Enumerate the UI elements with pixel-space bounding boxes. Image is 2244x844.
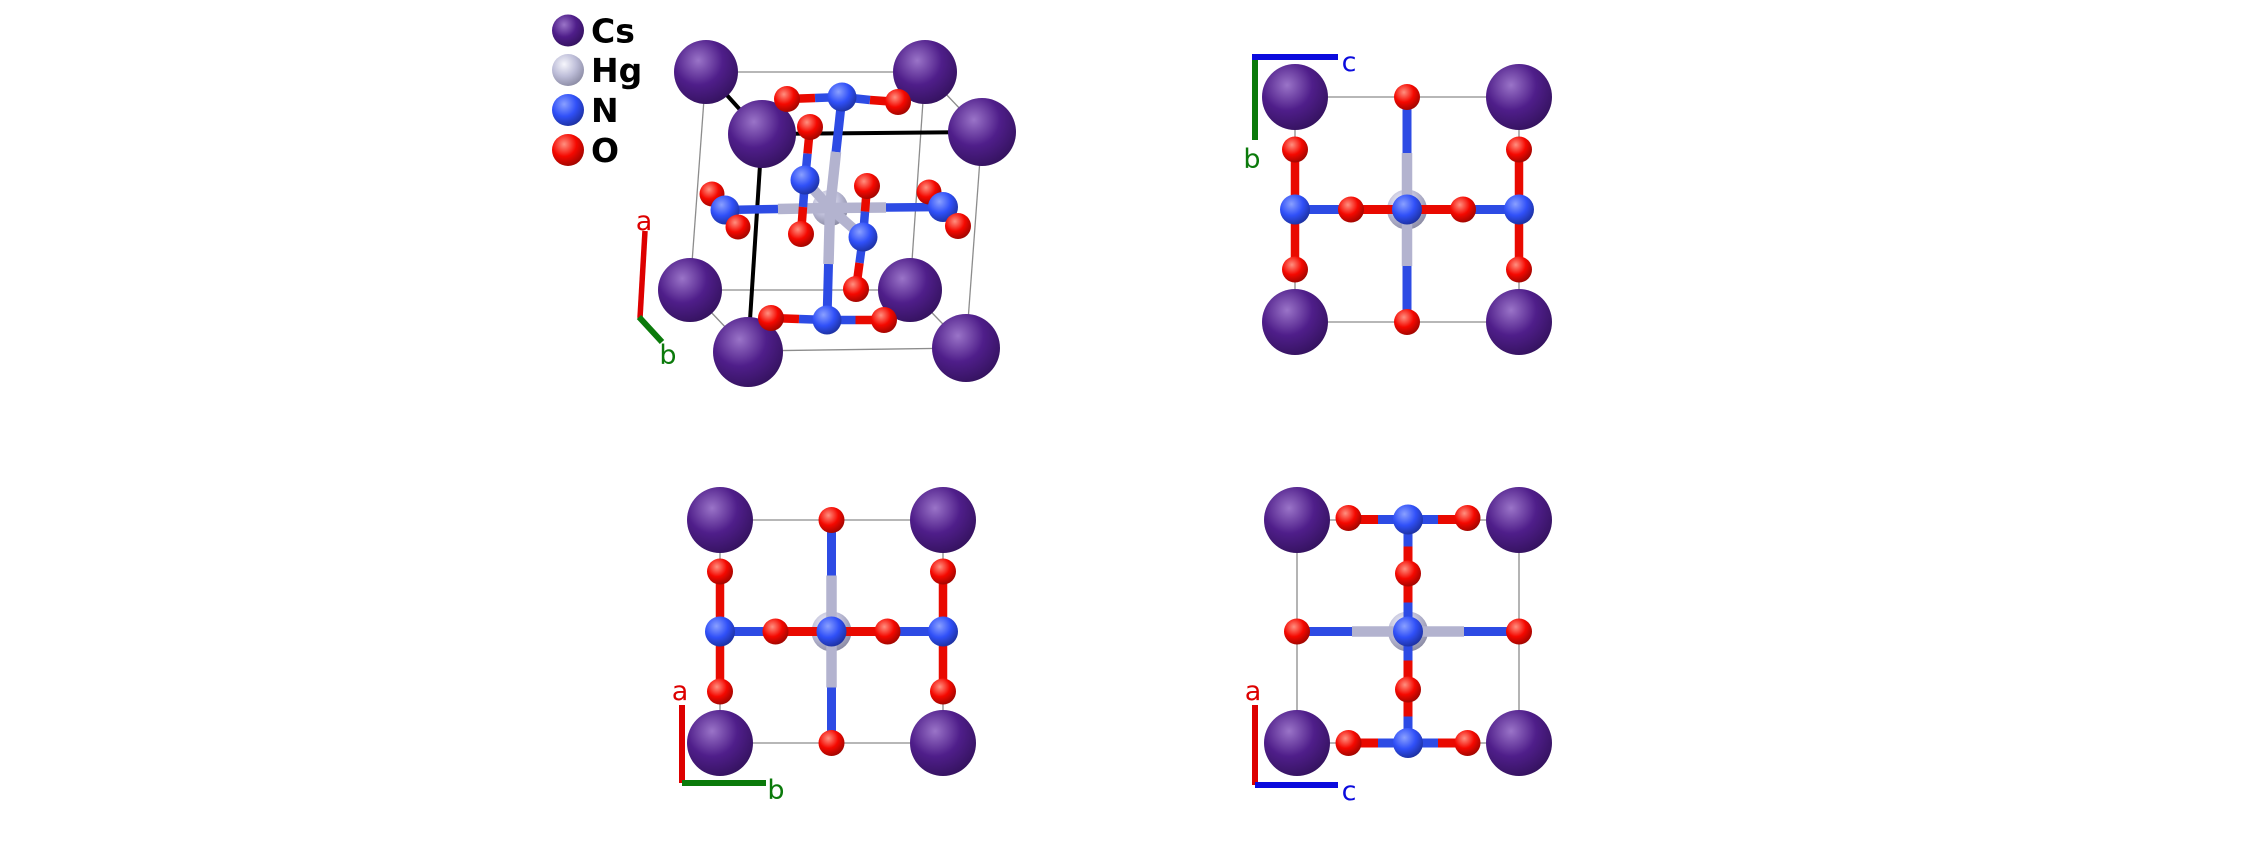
atom-O <box>818 730 845 756</box>
atom-O <box>774 86 800 112</box>
atom-O <box>1506 618 1532 645</box>
axis-label-a: a <box>672 676 689 707</box>
atom-N <box>928 616 958 647</box>
atom-O <box>1506 136 1532 163</box>
atom-N <box>812 305 842 335</box>
atom-N <box>1280 194 1310 225</box>
bond-segment-Hg <box>824 151 842 209</box>
atom-O <box>707 558 733 585</box>
atom-Cs <box>728 100 796 168</box>
axis-label-b: b <box>767 775 784 806</box>
axis-label-b: b <box>1243 144 1260 175</box>
atom-O <box>1454 505 1481 531</box>
cell-edge-thick <box>761 130 983 136</box>
atom-N <box>790 165 820 195</box>
atom-Cs <box>893 40 957 104</box>
atom-Cs <box>1264 487 1330 553</box>
atom-O <box>1506 256 1532 283</box>
axis-label-c: c <box>1342 47 1357 78</box>
cell-edge-thick <box>746 133 764 352</box>
atom-Cs <box>932 314 1000 382</box>
atom-Cs <box>1486 289 1552 355</box>
atom-O <box>945 213 971 239</box>
axis-label-c: c <box>1342 776 1357 807</box>
axis-a-line <box>637 230 648 319</box>
cell-edge-thin <box>965 131 983 349</box>
atom-N <box>816 616 847 647</box>
atom-Cs <box>1264 710 1330 776</box>
atom-O <box>1335 730 1362 756</box>
atom-O <box>1284 618 1310 645</box>
atom-O <box>818 507 845 533</box>
cell-edge-thin <box>747 347 967 352</box>
atom-O <box>788 221 814 247</box>
atom-Cs <box>1486 710 1552 776</box>
atom-O <box>1282 136 1308 163</box>
atom-Cs <box>1486 64 1552 130</box>
atom-O <box>762 618 789 645</box>
atom-Cs <box>1486 487 1552 553</box>
legend-label-N: N <box>591 91 619 130</box>
bond-segment-Hg <box>829 202 887 214</box>
atom-O <box>885 89 911 115</box>
atom-Cs <box>878 258 942 322</box>
legend-sphere-N <box>552 94 584 126</box>
atom-Cs <box>674 40 738 104</box>
atom-O <box>930 558 956 585</box>
legend-label-O: O <box>591 131 619 170</box>
atom-N <box>928 192 958 222</box>
atom-N <box>1393 728 1423 758</box>
atom-Cs <box>910 487 976 553</box>
atom-O <box>871 307 897 333</box>
legend-label-Hg: Hg <box>591 51 642 90</box>
atom-N <box>1504 194 1534 225</box>
atom-Cs <box>1262 289 1328 355</box>
atom-O <box>854 173 880 199</box>
atom-Cs <box>687 487 753 553</box>
axis-label-a: a <box>636 206 653 237</box>
legend-sphere-O <box>552 134 584 166</box>
atom-O <box>1450 196 1476 223</box>
atom-Cs <box>948 98 1016 166</box>
atom-O <box>1338 196 1364 223</box>
atom-N <box>1392 194 1422 225</box>
legend-sphere-Cs <box>552 14 584 47</box>
atom-O <box>725 214 751 240</box>
atom-N <box>827 82 857 112</box>
atom-O <box>843 276 869 302</box>
atom-N <box>1393 504 1423 535</box>
atom-Cs <box>910 710 976 776</box>
axis-label-b: b <box>659 340 676 371</box>
legend-label-Cs: Cs <box>591 12 635 51</box>
axis-label-a: a <box>1245 676 1262 707</box>
atom-Cs <box>658 258 722 322</box>
atom-N <box>1393 616 1423 647</box>
legend-sphere-Hg <box>552 54 584 86</box>
atom-O <box>874 618 901 645</box>
atom-O <box>930 678 956 705</box>
atom-O <box>1395 560 1421 587</box>
atom-O <box>1282 256 1308 283</box>
atom-O <box>1395 676 1421 703</box>
atom-Cs <box>687 710 753 776</box>
axis-b-line <box>636 314 665 345</box>
atom-O <box>797 114 823 140</box>
atom-Cs <box>1262 64 1328 130</box>
atom-Cs <box>713 317 783 387</box>
atom-O <box>707 678 733 705</box>
cell-edge-thin <box>909 71 926 291</box>
atom-O <box>1454 730 1481 756</box>
atom-N <box>848 222 878 252</box>
atom-N <box>705 616 735 647</box>
atom-O <box>1394 309 1420 335</box>
atom-O <box>1335 505 1362 531</box>
atom-O <box>758 305 784 331</box>
bond-segment-Hg <box>823 207 836 265</box>
atom-O <box>1394 84 1420 110</box>
cell-edge-thin <box>689 71 707 291</box>
